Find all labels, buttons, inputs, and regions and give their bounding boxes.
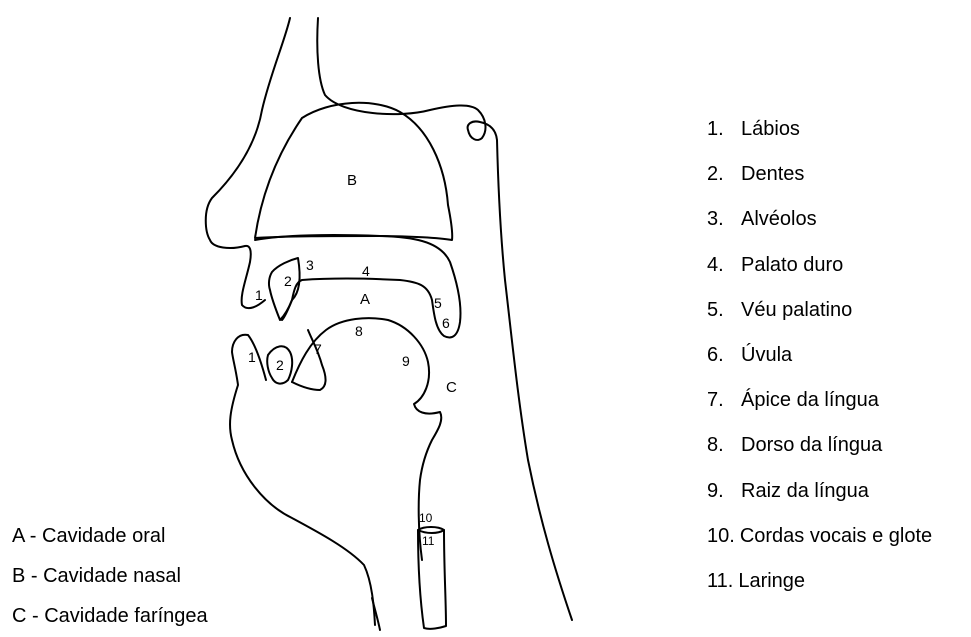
legend-item-raiz-da-lingua: 9.Raiz da língua xyxy=(707,472,969,517)
legend-item-cavidade-faringea: C - Cavidade faríngea xyxy=(12,597,312,637)
label-1-lower: 1 xyxy=(248,349,256,365)
legend-label: Raiz da língua xyxy=(741,480,869,502)
label-6: 6 xyxy=(442,315,450,331)
legend-number: 7. xyxy=(707,381,741,419)
label-10: 10 xyxy=(419,511,433,525)
label-b: B xyxy=(347,172,357,189)
cavity-legend: A - Cavidade oral B - Cavidade nasal C -… xyxy=(12,517,312,637)
legend-number: 6. xyxy=(707,336,741,374)
label-3: 3 xyxy=(306,257,314,273)
numbered-legend: 1.Lábios 2.Dentes 3.Alvéolos 4.Palato du… xyxy=(707,110,969,607)
legend-number: 10. xyxy=(707,517,735,555)
legend-label: Úvula xyxy=(741,344,792,366)
legend-item-cavidade-nasal: B - Cavidade nasal xyxy=(12,557,312,597)
label-2-upper: 2 xyxy=(284,273,292,289)
legend-item-laringe: 11.Laringe xyxy=(707,562,969,607)
legend-label: Lábios xyxy=(741,118,800,140)
label-a: A xyxy=(360,291,370,308)
label-9: 9 xyxy=(402,353,410,369)
legend-item-palato-duro: 4.Palato duro xyxy=(707,246,969,291)
legend-item-cavidade-oral: A - Cavidade oral xyxy=(12,517,312,557)
legend-label: Palato duro xyxy=(741,254,843,276)
legend-label: Cordas vocais e glote xyxy=(740,525,932,547)
label-1-upper: 1 xyxy=(255,287,263,303)
legend-label: Dentes xyxy=(741,163,804,185)
legend-label: Laringe xyxy=(738,570,805,592)
label-7: 7 xyxy=(314,341,322,357)
legend-number: 2. xyxy=(707,155,741,193)
vocal-folds-outline xyxy=(418,530,444,533)
legend-number: 3. xyxy=(707,200,741,238)
legend-item-apice-da-lingua: 7.Ápice da língua xyxy=(707,381,969,426)
larynx-front-outline xyxy=(372,598,380,630)
legend-label: Ápice da língua xyxy=(741,389,879,411)
legend-number: 4. xyxy=(707,246,741,284)
tongue-tip-outline xyxy=(292,330,326,390)
label-8: 8 xyxy=(355,323,363,339)
legend-number: 5. xyxy=(707,291,741,329)
legend-item-cordas-vocais-e-glote: 10.Cordas vocais e glote xyxy=(707,517,969,562)
label-5: 5 xyxy=(434,295,442,311)
label-4: 4 xyxy=(362,263,370,279)
legend-number: 9. xyxy=(707,472,741,510)
legend-item-dorso-da-lingua: 8.Dorso da língua xyxy=(707,426,969,471)
label-2-lower: 2 xyxy=(276,357,284,373)
legend-item-uvula: 6.Úvula xyxy=(707,336,969,381)
label-11: 11 xyxy=(422,534,435,548)
legend-label: Véu palatino xyxy=(741,299,852,321)
legend-number: 11. xyxy=(707,562,733,600)
legend-label: Alvéolos xyxy=(741,208,817,230)
legend-item-alveolos: 3.Alvéolos xyxy=(707,200,969,245)
legend-number: 1. xyxy=(707,110,741,148)
legend-item-dentes: 2.Dentes xyxy=(707,155,969,200)
legend-item-veu-palatino: 5.Véu palatino xyxy=(707,291,969,336)
legend-label: Dorso da língua xyxy=(741,434,882,456)
label-c: C xyxy=(446,379,457,396)
legend-item-labios: 1.Lábios xyxy=(707,110,969,155)
legend-number: 8. xyxy=(707,426,741,464)
